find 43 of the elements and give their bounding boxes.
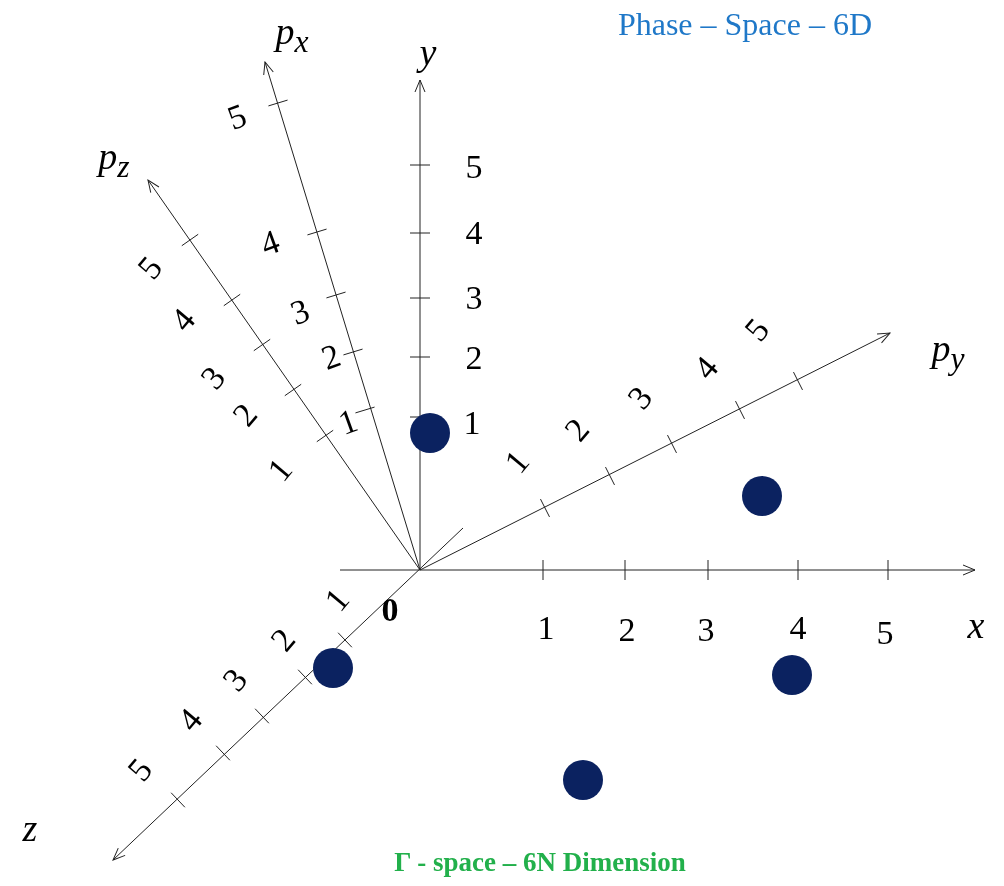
tick-label: 2	[558, 412, 596, 448]
tick-label: 3	[194, 360, 232, 396]
tick-label: 2	[264, 622, 302, 658]
tick-label: 2	[317, 338, 345, 376]
tick-label: 4	[687, 350, 725, 386]
tick-label: 3	[216, 662, 254, 698]
data-point	[772, 655, 812, 695]
tick-label: 5	[121, 752, 159, 788]
tick-label: 4	[465, 216, 483, 250]
tick-label: 4	[256, 224, 284, 262]
axis-label: z	[22, 809, 38, 847]
tick-label: 5	[465, 150, 483, 184]
tick-label: 1	[318, 582, 356, 618]
caption: Γ - space – 6N Dimension	[394, 848, 686, 876]
tick-label: 3	[697, 613, 715, 647]
tick-label: 3	[465, 281, 483, 315]
data-point	[410, 413, 450, 453]
tick-label: 1	[537, 611, 555, 645]
axis-label: p$_{z}$	[98, 136, 130, 184]
tick-label: 4	[171, 702, 209, 738]
tick-label: 3	[621, 380, 659, 416]
data-point	[742, 476, 782, 516]
tick-label: 5	[223, 98, 251, 136]
tick-label: 5	[876, 616, 894, 650]
axis-label: p$_{y}$	[931, 328, 965, 376]
origin-label: 0	[381, 593, 399, 627]
tick-label: 5	[738, 312, 776, 348]
tick-label: 1	[334, 403, 362, 441]
tick-label: 1	[261, 452, 299, 488]
axis-label: x	[967, 606, 985, 644]
data-point	[313, 648, 353, 688]
tick-label: 2	[226, 397, 264, 433]
tick-label: 3	[286, 293, 314, 331]
data-point	[563, 760, 603, 800]
tick-label: 2	[618, 613, 636, 647]
tick-label: 4	[164, 302, 202, 338]
tick-label: 4	[789, 611, 807, 645]
tick-label: 2	[465, 341, 483, 375]
tick-label: 5	[131, 250, 169, 286]
title: Phase – Space – 6D	[617, 8, 873, 40]
tick-label: 1	[463, 406, 481, 440]
tick-label: 1	[498, 444, 536, 480]
axis-label: p$_{x}$	[275, 11, 309, 59]
